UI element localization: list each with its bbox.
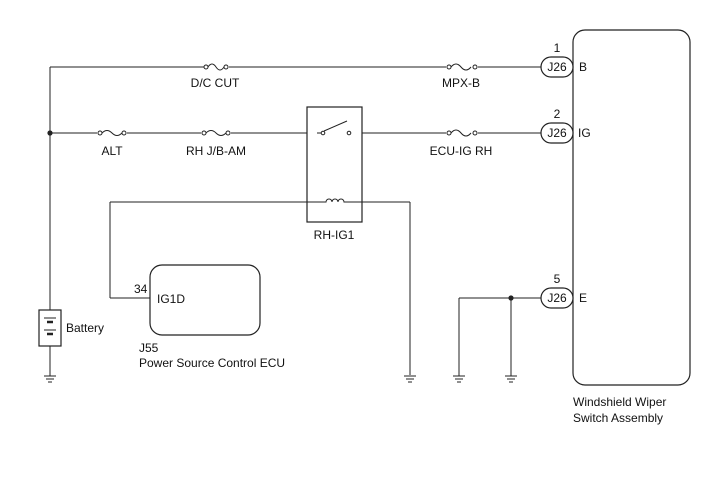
connector-pin-ig: 2 J26 IG [540, 107, 591, 144]
wiper-switch-assembly: Windshield Wiper Switch Assembly [572, 29, 691, 425]
fuse-alt-label: ALT [101, 144, 123, 158]
ecu-pin-number: 34 [134, 282, 148, 296]
pin-connector: J26 [547, 291, 567, 305]
power-source-control-ecu: 34 IG1D J55 Power Source Control ECU [134, 264, 285, 370]
connector-pin-b: 1 J26 B [540, 41, 587, 78]
relay-coil-wire [109, 201, 411, 375]
fuse-dc-cut-label: D/C CUT [191, 76, 240, 90]
pin-terminal: E [579, 291, 587, 305]
ground-icon [44, 375, 56, 383]
wiper-switch-name-line2: Switch Assembly [573, 411, 663, 425]
connector-pin-e: 5 J26 E [540, 272, 587, 309]
ground-icon [453, 375, 465, 383]
ecu-connector: J55 [139, 341, 159, 355]
fuse-rh-jb-am: RH J/B-AM [186, 130, 246, 158]
fuse-ecu-ig-rh: ECU-IG RH [430, 129, 493, 158]
ecu-terminal: IG1D [157, 292, 185, 306]
relay-rh-ig1: RH-IG1 [306, 106, 363, 242]
ground-icon [404, 375, 416, 383]
pin-terminal: IG [578, 126, 591, 140]
fuse-dc-cut: D/C CUT [191, 63, 240, 90]
fuse-rh-jb-am-label: RH J/B-AM [186, 144, 246, 158]
pin-terminal: B [579, 60, 587, 74]
battery-label: Battery [66, 321, 104, 335]
battery: Battery [38, 309, 104, 376]
wiper-switch-name-line1: Windshield Wiper [573, 395, 666, 409]
pin-number: 2 [554, 107, 561, 121]
pin-number: 5 [554, 272, 561, 286]
fuse-ecu-ig-rh-label: ECU-IG RH [430, 144, 493, 158]
fuse-alt: ALT [97, 130, 127, 158]
pin-connector: J26 [547, 126, 567, 140]
pin-connector: J26 [547, 60, 567, 74]
fuse-mpx-b: MPX-B [442, 63, 480, 90]
wire-e-line [458, 295, 541, 376]
pin-number: 1 [554, 41, 561, 55]
ground-icon [505, 375, 517, 383]
ecu-name: Power Source Control ECU [139, 356, 285, 370]
fuse-mpx-b-label: MPX-B [442, 76, 480, 90]
relay-label: RH-IG1 [314, 228, 355, 242]
